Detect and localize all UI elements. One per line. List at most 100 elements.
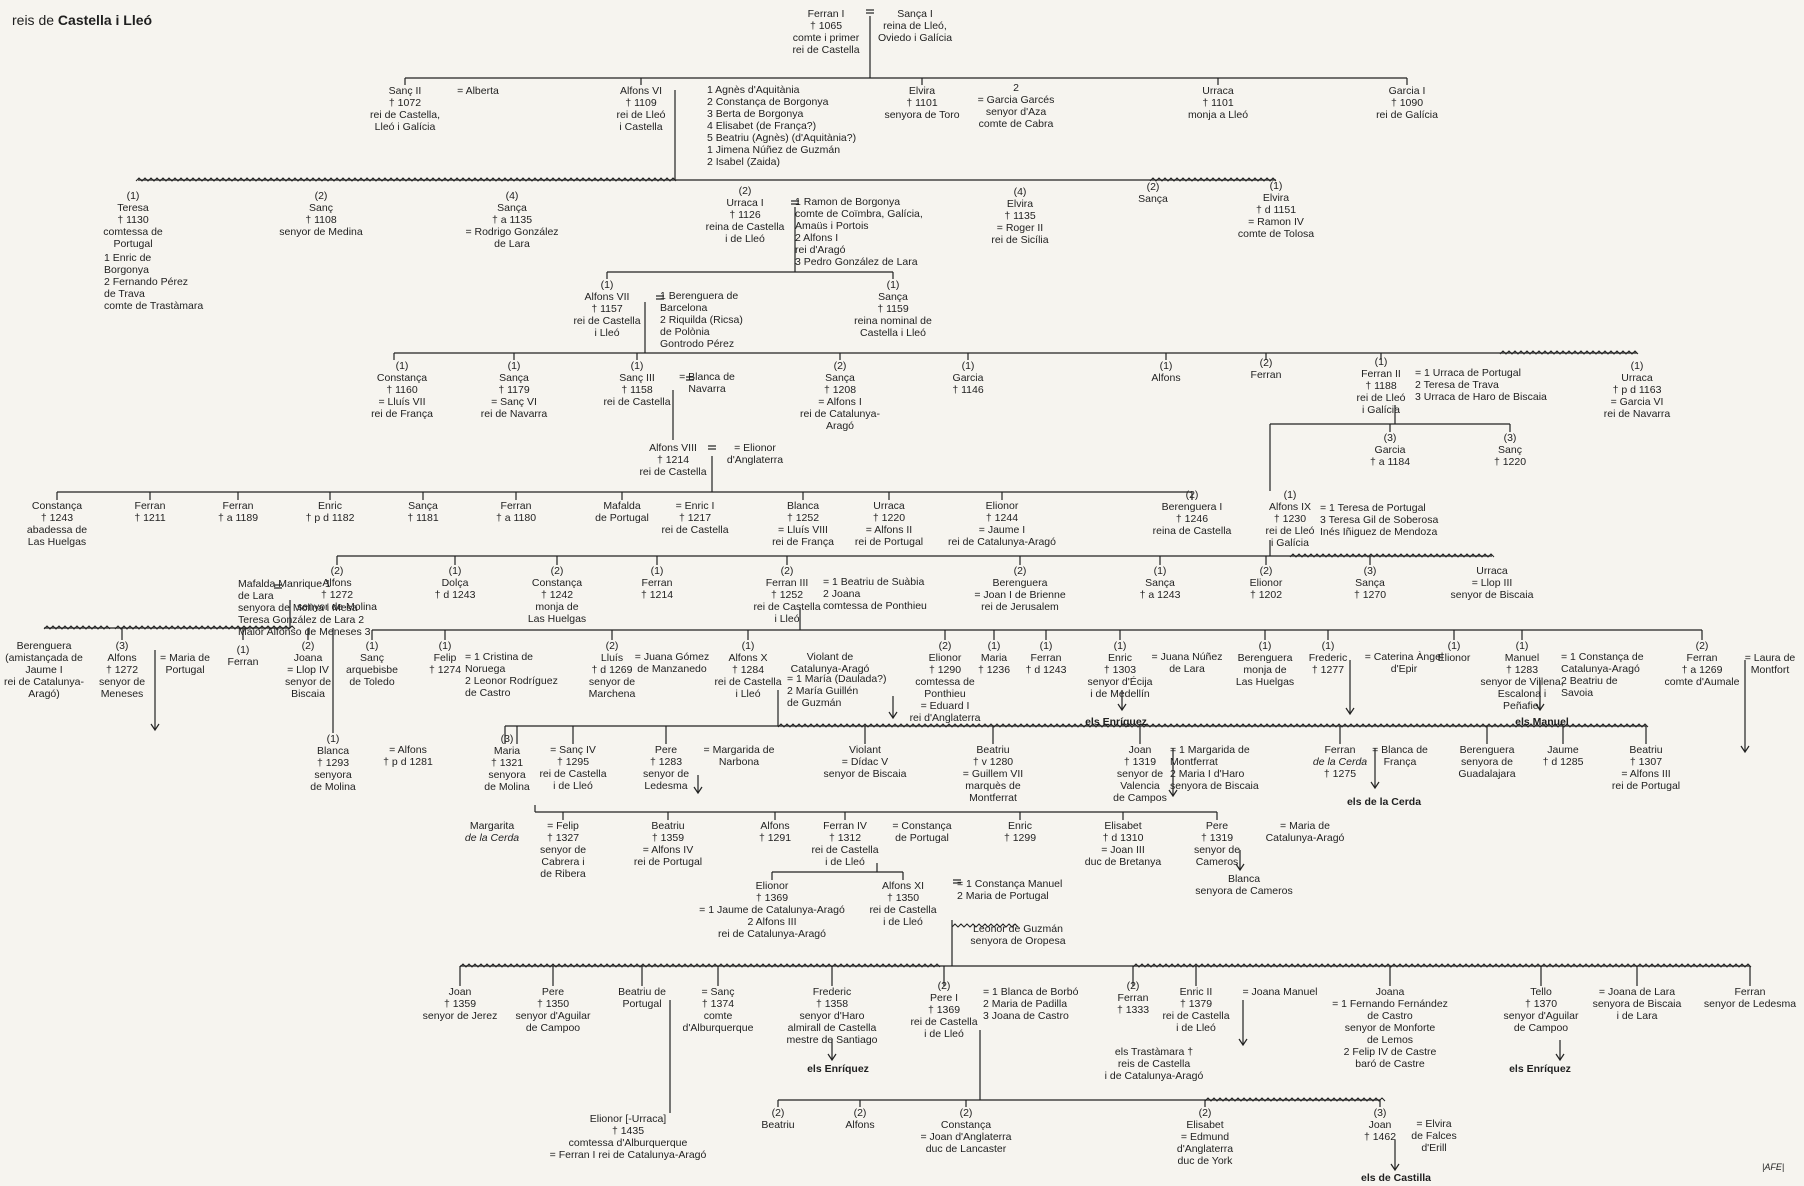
person-line: comtessa de — [915, 676, 975, 688]
person-line: Joana — [1375, 986, 1405, 998]
person-line: (1) — [886, 279, 900, 291]
person-line: † 1369 — [755, 892, 789, 904]
person-line: comtessa de Ponthieu — [823, 600, 927, 612]
branch-label-text: els Enríquez — [1509, 1063, 1571, 1075]
person-ferran1333: (2)Ferran† 1333 — [1117, 980, 1149, 1016]
person-line: 2 Constança de Borgonya — [707, 96, 829, 108]
person-line: mestre de Santiago — [786, 1034, 878, 1046]
person-line: Castella i Lleó — [860, 327, 926, 339]
person-line: rei de Castella — [792, 44, 860, 56]
person-line: † 1135 — [1004, 210, 1036, 222]
person-line: Meneses — [100, 688, 144, 700]
person-line: Garcia — [952, 372, 984, 384]
person-line: Mafalda Manrique 1 — [238, 578, 331, 590]
person-line: Manuel — [1504, 652, 1540, 664]
person-line: = Caterina Àngel — [1364, 651, 1444, 663]
person-line: Garcia — [1374, 444, 1406, 456]
person-line: Ponthieu — [924, 688, 966, 700]
person-line: senyora — [488, 769, 526, 781]
person-line: = 1 Cristina de — [465, 651, 533, 663]
person-line: rei de Catalunya- — [4, 676, 84, 688]
branch-label: els Enríquez — [807, 1063, 869, 1075]
person-line: de Guzmán — [787, 697, 842, 709]
person-line: 2 — [1013, 82, 1019, 94]
person-line: † 1370 — [1524, 998, 1558, 1010]
person-line: senyor de Monforte — [1344, 1022, 1436, 1034]
person-line: Elvira — [1006, 198, 1034, 210]
person-line: Ferran — [500, 500, 532, 512]
person-line: † 1284 — [731, 664, 765, 676]
branch-label: els Enríquez — [1085, 716, 1147, 728]
person-line: Alfons — [1151, 372, 1181, 384]
person-line: Sança — [1138, 193, 1168, 205]
person-line: † 1277 — [1311, 664, 1345, 676]
person-line: Cabrera i — [541, 856, 585, 868]
person-line: abadessa de — [26, 524, 88, 536]
person-line: reina de Castella — [1152, 525, 1232, 537]
person-line: senyor de — [284, 676, 332, 688]
person-line: rei de Lleó — [1356, 392, 1406, 404]
person-line: duc de Bretanya — [1084, 856, 1162, 868]
person-frederic1277: (1)Frederic† 1277 — [1309, 640, 1348, 676]
person-line: 2 Maria I d'Haro — [1170, 768, 1245, 780]
person-line: de Molina — [484, 781, 530, 793]
person-urracaw: 1 Ramon de Borgonya comte de Coïmbra, Ga… — [795, 196, 923, 268]
person-line: = Lluís VII — [378, 396, 426, 408]
person-line: = Blanca de — [679, 371, 735, 383]
person-line: † 1270 — [1353, 589, 1387, 601]
dynasty-note-line: reis de Castella — [1117, 1058, 1191, 1070]
person-line: Constança — [31, 500, 83, 512]
person-line: (1) — [650, 565, 664, 577]
person-sanca1270: (3)Sança† 1270 — [1354, 565, 1386, 601]
person-line: i Galícia — [1271, 537, 1309, 549]
person-line: (2) — [1185, 489, 1199, 501]
person-line: 2 Alfons III — [747, 916, 797, 928]
person-line: Portugal — [165, 664, 205, 676]
person-line: Las Huelgas — [1235, 676, 1295, 688]
arrow-head — [1238, 1038, 1248, 1047]
person-line: Berenguera — [1459, 744, 1515, 756]
person-line: 1 Ramon de Borgonya — [795, 196, 901, 208]
person-line: (3) — [500, 733, 514, 745]
person-line: senyora de Molina i Mesa — [238, 602, 358, 614]
person-line: Joan — [1368, 1119, 1392, 1131]
person-line: Ferran — [1324, 744, 1356, 756]
person-line: comte de Cabra — [978, 118, 1054, 130]
person-line: Leonor de Guzmán — [973, 923, 1063, 935]
branch-label-text: els Enríquez — [807, 1063, 869, 1075]
person-line: Alfons VIII — [649, 442, 697, 454]
person-line: Sanç II — [388, 85, 422, 97]
person-line: comte de Tolosa — [1237, 228, 1315, 240]
person-line: = Joan d'Anglaterra — [920, 1131, 1012, 1143]
person-line: Elisabet — [1186, 1119, 1224, 1131]
person-line: Portugal — [113, 238, 153, 250]
person-line: rei de Catalunya-Aragó — [718, 928, 826, 940]
person-line: senyor de — [642, 768, 690, 780]
person-line: rei de Castella, — [369, 109, 441, 121]
person-ferran3w: = 1 Beatriu de Suàbia 2 Joana comtessa d… — [823, 576, 927, 612]
person-line: = Elionor — [734, 442, 776, 454]
person-line: † 1252 — [770, 589, 804, 601]
person-joanamanuel: = Joana Manuel — [1242, 986, 1317, 998]
person-sanca_mid: (2)Sança — [1138, 181, 1168, 205]
branch-label: els Enríquez — [1509, 1063, 1571, 1075]
